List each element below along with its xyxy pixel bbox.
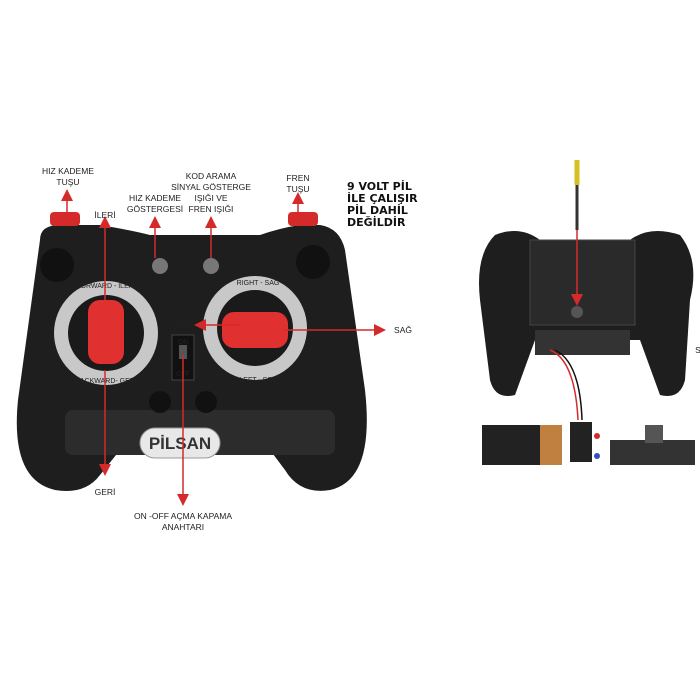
- label-speed-button: HIZ KADEME TUŞU: [42, 166, 94, 187]
- signal-light: [203, 258, 219, 274]
- battery-cover: [610, 440, 695, 465]
- left-stick: [88, 300, 124, 364]
- label-partial: S: [695, 345, 700, 355]
- label-brake-button: FREN TUŞU: [286, 173, 310, 194]
- left-ring-bottom: BACKWARD- GERİ: [75, 376, 137, 385]
- controller-back: [479, 160, 695, 465]
- switch-on: ON: [178, 339, 189, 346]
- battery-note: 9 VOLT PİL İLE ÇALIŞIR PİL DAHİL DEĞİLDİ…: [347, 180, 418, 229]
- left-ring-top: FORWARD - İLERİ: [76, 281, 136, 290]
- right-ring-top: RIGHT - SAĞ: [237, 278, 280, 287]
- label-right: SAĞ: [394, 325, 412, 335]
- annotation-arrows: [61, 189, 386, 506]
- label-backward: GERİ: [94, 487, 116, 497]
- label-forward: İLERİ: [94, 210, 116, 220]
- brake-button: [288, 212, 318, 226]
- label-power-switch: ON -OFF AÇMA KAPAMA ANAHTARI: [133, 511, 233, 532]
- label-left: SOL: [175, 319, 193, 329]
- right-ring-bottom: LEFT - SOL: [239, 377, 276, 384]
- power-switch: [179, 345, 187, 359]
- speed-button: [50, 212, 80, 226]
- label-code-search: KOD ARAMA SİNYAL GÖSTERGE IŞIĞI VE FREN …: [171, 171, 251, 214]
- right-stick: [222, 312, 288, 348]
- controller-front: PİLSAN FORWARD - İLERİ BACKWARD- GERİ RI…: [16, 212, 367, 491]
- battery-clip: [570, 422, 592, 462]
- brand-logo: PİLSAN: [149, 434, 211, 453]
- speed-indicator-light: [152, 258, 168, 274]
- label-speed-indicator: HIZ KADEME GÖSTERGESİ: [126, 193, 184, 214]
